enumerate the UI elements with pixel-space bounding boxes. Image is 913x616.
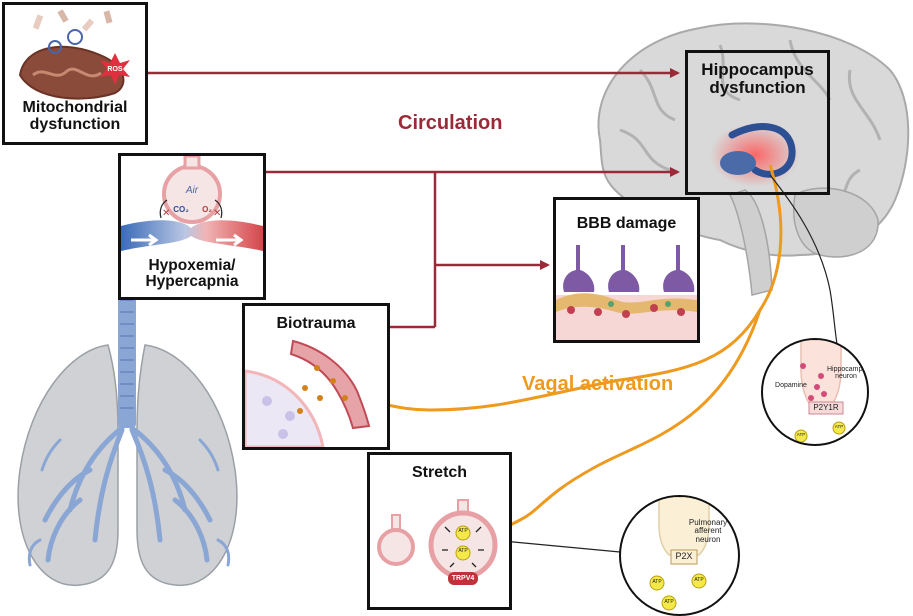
pulmonary-atp-3: ATP	[664, 599, 674, 605]
pulmonary-neuron-inset: Pulmonary afferent neuron P2X ATP ATP AT…	[619, 495, 740, 616]
pulmonary-atp-2: ATP	[694, 577, 704, 583]
hypoxemia-box: ✕ ✕ Air CO₂ O₂ Hypoxemia/ Hypercapnia	[118, 153, 266, 300]
hippocampus-neuron-inset: Hippocampus neuron Dopamine P2Y1R ATP AT…	[761, 338, 869, 446]
svg-text:✕: ✕	[162, 208, 170, 219]
biotrauma-icon	[245, 339, 371, 447]
biotrauma-box: Biotrauma	[242, 303, 390, 450]
stretch-atp-2: ATP	[458, 548, 468, 554]
hypoxemia-title: Hypoxemia/ Hypercapnia	[145, 257, 239, 291]
circulation-arrows	[148, 68, 680, 329]
hippocampus-dysfunction-title: Hippocampus dysfunction	[701, 60, 814, 97]
mitochondrial-dysfunction-box: ROS Mitochondrial dysfunction	[2, 2, 148, 145]
lungs-illustration	[17, 288, 238, 586]
mitochondria-icon	[18, 9, 130, 100]
bbb-icon	[556, 245, 697, 340]
stretch-atp-1: ATP	[458, 528, 468, 534]
pulmonary-afferent-neuron-label: Pulmonary afferent neuron	[688, 518, 728, 544]
circulation-label: Circulation	[398, 112, 503, 134]
alveolus-gas-exchange-icon: ✕ ✕	[121, 156, 263, 251]
hippocampus-atp-1: ATP	[796, 432, 806, 437]
pulmonary-atp-1: ATP	[652, 579, 662, 585]
svg-text:✕: ✕	[213, 208, 221, 219]
hippocampus-dysfunction-box: Hippocampus dysfunction	[685, 50, 830, 195]
co2-label: CO₂	[173, 205, 189, 214]
bbb-damage-box: BBB damage	[553, 197, 700, 343]
hippocampus-atp-2: ATP	[834, 424, 844, 429]
trpv4-label: TRPV4	[451, 575, 475, 582]
pulmonary-neuron-icon	[649, 497, 710, 611]
bbb-damage-title: BBB damage	[576, 215, 677, 232]
mitochondrial-dysfunction-title: Mitochondrial dysfunction	[22, 99, 128, 133]
stretch-alveoli-icon	[377, 499, 498, 585]
hippocampus-neuron-icon	[794, 340, 846, 443]
hippocampus-neuron-label: Hippocampus neuron	[827, 366, 869, 381]
biotrauma-title: Biotrauma	[276, 315, 356, 332]
vagal-activation-label: Vagal activation	[522, 373, 674, 395]
inset-connectors	[491, 174, 841, 553]
p2x-label: P2X	[675, 551, 693, 561]
ros-label: ROS	[107, 66, 123, 73]
dopamine-label: Dopamine	[775, 382, 807, 389]
o2-label: O₂	[202, 205, 212, 214]
stretch-title: Stretch	[411, 464, 468, 481]
p2y1r-label: P2Y1R	[813, 403, 839, 412]
stretch-box: Stretch ATP ATP TRPV4	[367, 452, 512, 610]
air-label: Air	[185, 185, 199, 196]
